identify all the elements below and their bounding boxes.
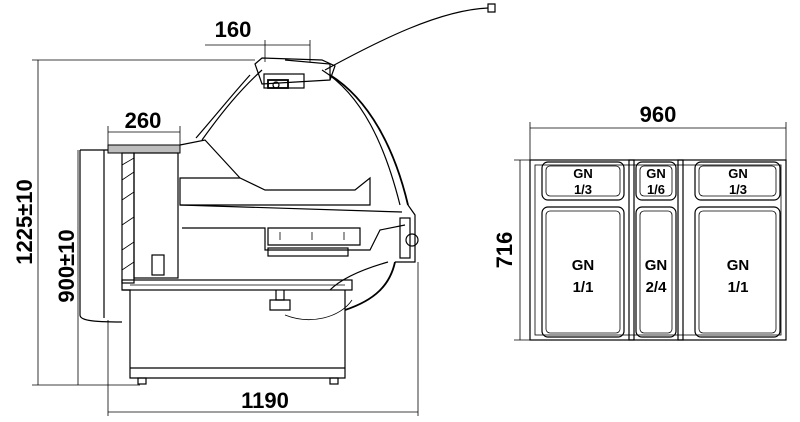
lamp-cable <box>324 7 489 71</box>
rear-wall <box>121 152 179 284</box>
dim-900-label: 900±10 <box>54 229 79 302</box>
svg-text:1/1: 1/1 <box>728 279 749 296</box>
dim-1225: 1225±10 <box>12 59 255 386</box>
dim-716-label: 716 <box>492 232 517 269</box>
svg-text:GN: GN <box>645 257 668 274</box>
gn-container-3: GN 1/3 <box>694 161 781 201</box>
svg-text:GN: GN <box>728 166 748 181</box>
gn-container-1: GN 1/3 <box>541 161 625 201</box>
svg-text:1/3: 1/3 <box>729 182 747 197</box>
dim-1190: 1190 <box>107 262 419 416</box>
dim-260-label: 260 <box>125 108 162 133</box>
lamp-unit <box>254 57 336 89</box>
dim-160: 160 <box>205 17 311 62</box>
svg-text:1/1: 1/1 <box>573 279 594 296</box>
display-tray <box>179 176 406 257</box>
top-view: 960 716 GN 1/3 GN 1/6 <box>492 102 787 341</box>
gn-container-5: GN 2/4 <box>635 206 677 338</box>
svg-text:GN: GN <box>572 257 595 274</box>
dim-160-label: 160 <box>215 17 252 42</box>
cabinet-base <box>121 279 353 385</box>
side-view: 160 260 <box>12 3 496 416</box>
svg-text:2/4: 2/4 <box>646 279 668 296</box>
dim-900: 900±10 <box>54 150 79 385</box>
svg-text:GN: GN <box>646 166 666 181</box>
svg-text:GN: GN <box>727 257 750 274</box>
gn-container-2: GN 1/6 <box>635 161 677 201</box>
svg-text:GN: GN <box>573 166 593 181</box>
dim-1190-label: 1190 <box>241 388 289 413</box>
gn-container-4: GN 1/1 <box>541 206 625 338</box>
top-shelf <box>107 144 181 154</box>
dim-716: 716 <box>492 159 535 341</box>
dim-960: 960 <box>529 102 787 160</box>
svg-text:1/3: 1/3 <box>574 182 592 197</box>
tray-outer <box>529 159 787 341</box>
gn-container-6: GN 1/1 <box>694 206 781 338</box>
front-panel <box>329 204 419 311</box>
dim-1225-label: 1225±10 <box>12 179 37 265</box>
dim-260: 260 <box>107 108 181 145</box>
svg-text:1/6: 1/6 <box>647 182 665 197</box>
dim-960-label: 960 <box>640 102 677 127</box>
curved-glass <box>195 69 409 206</box>
